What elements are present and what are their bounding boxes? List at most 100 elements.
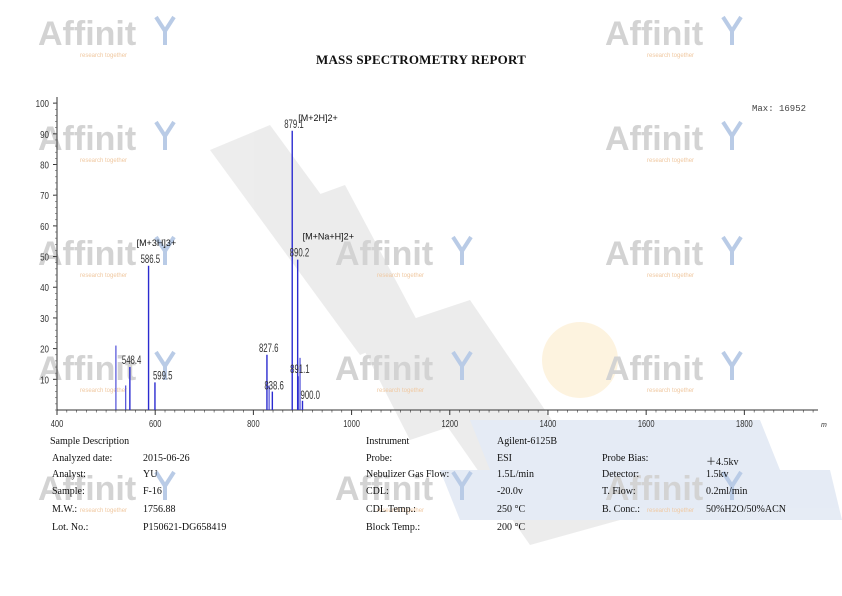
x-tick-label: 1200 xyxy=(441,418,458,429)
peak-label: 891.1 xyxy=(290,364,310,377)
instrument-extra-value: 50%H2O/50%ACN xyxy=(706,504,786,515)
watermark-text: Affinit xyxy=(335,350,433,388)
watermark-subtext: research together xyxy=(377,273,424,279)
watermark-text: Affinit xyxy=(38,235,136,273)
x-tick-label: 1000 xyxy=(343,418,360,429)
sample-field-value: 2015-06-26 xyxy=(143,453,190,464)
watermark-text: Affinit xyxy=(38,120,136,158)
watermark-subtext: research together xyxy=(647,388,694,394)
watermark-logo-icon xyxy=(154,470,176,500)
instrument-field-label: Probe: xyxy=(366,453,393,464)
instrument-heading: Instrument xyxy=(366,436,410,447)
sample-field-value: P150621-DG658419 xyxy=(143,522,227,533)
instrument-field-value: 250 °C xyxy=(497,504,526,515)
watermark-subtext: research together xyxy=(647,273,694,279)
instrument-field-label: Block Temp.: xyxy=(366,522,421,533)
watermark-text: Affinit xyxy=(605,350,703,388)
peak-label: 900.0 xyxy=(300,389,320,402)
watermark-logo-icon xyxy=(451,350,473,380)
instrument-field-value: 1.5L/min xyxy=(497,469,534,480)
watermark-logo-icon xyxy=(721,350,743,380)
x-tick-label: 1600 xyxy=(638,418,655,429)
y-tick-label: 70 xyxy=(40,190,49,201)
instrument-field-label: CDL: xyxy=(366,486,389,497)
peak-label: 548.4 xyxy=(122,355,142,368)
watermark-logo-icon xyxy=(721,235,743,265)
annotation-label: [M+Na+H]2+ xyxy=(303,232,354,242)
watermark-logo-icon xyxy=(721,120,743,150)
y-tick-label: 10 xyxy=(40,374,49,385)
y-tick-label: 100 xyxy=(36,98,49,109)
y-tick-label: 60 xyxy=(40,221,49,232)
watermark-big-logo xyxy=(210,125,842,545)
watermark-text: Affinit xyxy=(605,470,703,508)
watermark-subtext: research together xyxy=(80,158,127,164)
x-tick-label: 400 xyxy=(51,418,64,429)
x-tick-label: 600 xyxy=(149,418,162,429)
watermark-logo-icon xyxy=(451,235,473,265)
x-tick-label: 800 xyxy=(247,418,260,429)
x-tick-label: 1400 xyxy=(540,418,557,429)
watermark-text: Affinit xyxy=(38,15,136,53)
instrument-field-value: ESI xyxy=(497,453,512,464)
y-tick-label: 30 xyxy=(40,313,49,324)
annotation-label: [M+3H]3+ xyxy=(137,238,177,248)
chart-bars xyxy=(115,130,304,410)
watermark-logo-icon xyxy=(451,470,473,500)
instrument-field-label: CDL Temp.: xyxy=(366,504,416,515)
watermark-logo-icon xyxy=(154,350,176,380)
instrument-field-value: 200 °C xyxy=(497,522,526,533)
instrument-field-label: Nebulizer Gas Flow: xyxy=(366,469,450,480)
sample-field-value: 1756.88 xyxy=(143,504,176,515)
sample-field-label: Analyst: xyxy=(52,469,86,480)
watermark-text: Affinit xyxy=(335,470,433,508)
watermark-text: Affinit xyxy=(605,15,703,53)
x-unit-label: m xyxy=(821,422,827,429)
watermark-subtext: research together xyxy=(80,273,127,279)
y-tick-label: 40 xyxy=(40,282,49,293)
instrument-extra-value: 0.2ml/min xyxy=(706,486,748,497)
instrument-name: Agilent-6125B xyxy=(497,436,557,447)
max-intensity-label: Max: 16952 xyxy=(752,104,807,114)
instrument-extra-label: B. Conc.: xyxy=(602,504,641,515)
watermark-subtext: research together xyxy=(647,53,694,59)
watermark-subtext: research together xyxy=(377,388,424,394)
instrument-extra-label: T. Flow: xyxy=(602,486,636,497)
watermark-subtext: research together xyxy=(647,158,694,164)
peak-label: 599.5 xyxy=(153,370,173,383)
peak-label: 890.2 xyxy=(290,247,310,260)
y-tick-label: 80 xyxy=(40,160,49,171)
watermark-subtext: research together xyxy=(80,53,127,59)
watermark-text: Affinit xyxy=(605,235,703,273)
peak-label: 586.5 xyxy=(141,253,161,266)
watermark-logo-icon xyxy=(154,15,176,45)
instrument-field-value: -20.0v xyxy=(497,486,523,497)
peak-label: 879.1 xyxy=(284,118,304,131)
watermark-logo-icon xyxy=(721,15,743,45)
watermark-logo-icon xyxy=(721,470,743,500)
watermark-subtext: research together xyxy=(80,388,127,394)
peak-label: 827.6 xyxy=(259,342,279,355)
y-tick-label: 20 xyxy=(40,344,49,355)
chart-labels: 548.4 586.5 599.5 827.6 838.6 879.1 890.2 891.1… xyxy=(122,113,354,403)
y-tick-label: 90 xyxy=(40,129,49,140)
sample-field-value: YU xyxy=(143,469,158,480)
peak-label: 838.6 xyxy=(264,380,284,393)
sample-field-label: Analyzed date: xyxy=(52,453,113,464)
report-title: MASS SPECTROMETRY REPORT xyxy=(316,52,526,67)
watermark-logo-icon xyxy=(154,235,176,265)
watermark-subtext: research together xyxy=(80,508,127,514)
x-tick-label: 1800 xyxy=(736,418,753,429)
watermark-text: Affinit xyxy=(38,470,136,508)
instrument-extra-label: Detector: xyxy=(602,469,640,480)
sample-field-label: Lot. No.: xyxy=(52,522,89,533)
sample-heading: Sample Description xyxy=(50,436,130,447)
instrument-extra-label: Probe Bias: xyxy=(602,453,649,464)
sample-field-label: Sample: xyxy=(52,486,85,497)
instrument-extra-value: ＋4.5kv xyxy=(706,457,739,468)
instrument-extra-value: 1.5kv xyxy=(706,469,729,480)
watermark-text: Affinit xyxy=(335,235,433,273)
